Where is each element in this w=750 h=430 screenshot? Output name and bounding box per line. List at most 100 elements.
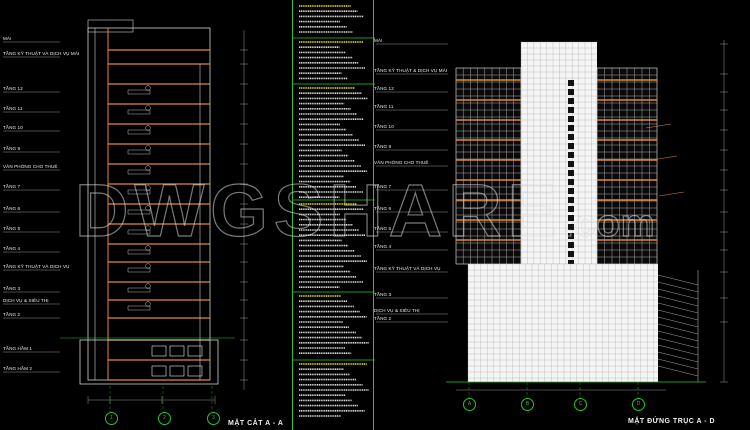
elevation-window-strip bbox=[568, 242, 574, 248]
section-floor-label: TẦNG 10 bbox=[3, 125, 23, 130]
section-column-tag bbox=[145, 263, 151, 269]
elevation-axis-a: A bbox=[463, 398, 476, 411]
section-car bbox=[169, 365, 185, 377]
section-floor-label: TẦNG 4 bbox=[3, 246, 21, 251]
elevation-floor-label: TẦNG 12 bbox=[374, 86, 394, 91]
section-car bbox=[151, 365, 167, 377]
section-room-tag bbox=[127, 189, 151, 195]
elevation-ramp-line bbox=[657, 274, 699, 286]
elevation-floor-label: TẦNG 10 bbox=[374, 124, 394, 129]
elevation-window-strip bbox=[568, 170, 574, 176]
elevation-annotation-leader bbox=[658, 191, 685, 197]
elevation-ramp-line bbox=[657, 309, 699, 321]
elevation-window-strip bbox=[568, 143, 574, 149]
elevation-annotation-leader bbox=[651, 155, 678, 161]
section-floor-label: TẦNG KỸ THUẬT VÀ DỊCH VỤ MÁI bbox=[3, 51, 80, 56]
elevation-floor-label: MÁI bbox=[374, 38, 383, 43]
elevation-ramp-line bbox=[657, 365, 699, 377]
section-column-tag bbox=[145, 301, 151, 307]
elevation-window-strip bbox=[568, 206, 574, 212]
elevation-window-strip bbox=[568, 107, 574, 113]
section-floor-label: TẦNG 3 bbox=[3, 286, 21, 291]
section-room-tag bbox=[127, 287, 151, 293]
section-floor-label: TẦNG HẦM 2 bbox=[3, 366, 33, 371]
section-room-tag bbox=[127, 305, 151, 311]
elevation-window-strip bbox=[568, 161, 574, 167]
elevation-floor-label: TẦNG 6 bbox=[374, 206, 392, 211]
elevation-ramp-line bbox=[657, 351, 699, 363]
notes-text-lines bbox=[299, 5, 369, 417]
elevation-ramp-line bbox=[657, 316, 699, 328]
section-column-tag bbox=[145, 85, 151, 91]
elevation-floor-label: TẦNG KỸ THUẬT & DỊCH VỤ MÁI bbox=[374, 68, 448, 73]
section-floor-label: DỊCH VỤ & SIÊU THỊ bbox=[3, 298, 49, 303]
elevation-title: MẶT ĐỨNG TRỤC A - D bbox=[628, 418, 716, 425]
section-car bbox=[187, 345, 203, 357]
elevation-window-strip bbox=[568, 233, 574, 239]
elevation-floor-label: TẦNG 9 bbox=[374, 144, 392, 149]
elevation-window-strip bbox=[568, 224, 574, 230]
elevation-window-strip bbox=[568, 98, 574, 104]
elevation-axis-c: C bbox=[574, 398, 587, 411]
elevation-window-strip bbox=[568, 251, 574, 257]
section-column-tag bbox=[145, 125, 151, 131]
elevation-window-strip bbox=[568, 80, 574, 86]
elevation-ramp-line bbox=[657, 288, 699, 300]
section-floor-label: MÁI bbox=[3, 36, 12, 41]
elevation-window-strip bbox=[568, 260, 574, 266]
section-column-tag bbox=[145, 283, 151, 289]
elevation-ramp-line bbox=[657, 295, 699, 307]
elevation-ramp-line bbox=[657, 344, 699, 356]
elevation-window-strip bbox=[568, 152, 574, 158]
section-floor-label: TẦNG 6 bbox=[3, 206, 21, 211]
elevation-ramp-line bbox=[657, 302, 699, 314]
section-room-tag bbox=[127, 109, 151, 115]
elevation-ramp-line bbox=[657, 337, 699, 349]
elevation-floor-label: TẦNG 5 bbox=[374, 226, 392, 231]
section-room-tag bbox=[127, 267, 151, 273]
section-column-tag bbox=[145, 225, 151, 231]
section-room-tag bbox=[127, 149, 151, 155]
elevation-window-strip bbox=[568, 179, 574, 185]
section-column-tag bbox=[145, 105, 151, 111]
section-column-tag bbox=[145, 165, 151, 171]
section-floor-label: VĂN PHÒNG CHO THUÊ bbox=[3, 164, 58, 169]
section-floor-label: TẦNG 2 bbox=[3, 312, 21, 317]
elevation-ramp-line bbox=[657, 323, 699, 335]
notes-dividers bbox=[293, 37, 375, 361]
elevation-annotation-leader bbox=[645, 123, 672, 129]
section-room-tag bbox=[127, 229, 151, 235]
elevation-window-strip bbox=[568, 125, 574, 131]
section-column-tag bbox=[145, 245, 151, 251]
section-axis-2: 2 bbox=[158, 412, 171, 425]
elevation-floor-label: TẦNG 2 bbox=[374, 316, 392, 321]
section-room-tag bbox=[127, 169, 151, 175]
section-floor-label: TẦNG 11 bbox=[3, 106, 23, 111]
elevation-floor-label: TẦNG 11 bbox=[374, 104, 394, 109]
elevation-window-strip bbox=[568, 116, 574, 122]
elevation-window-strip bbox=[568, 89, 574, 95]
elevation-floor-label: DỊCH VỤ & SIÊU THỊ bbox=[374, 308, 420, 313]
elevation-window-strip bbox=[568, 197, 574, 203]
elevation-ramp-line bbox=[657, 281, 699, 293]
section-room-tag bbox=[127, 209, 151, 215]
elevation-ramp-line bbox=[657, 358, 699, 370]
elevation-window-strip bbox=[568, 134, 574, 140]
section-floor-label: TẦNG 12 bbox=[3, 86, 23, 91]
section-title: MẶT CẮT A - A bbox=[228, 420, 284, 427]
section-column-tag bbox=[145, 185, 151, 191]
elevation-axis-b: B bbox=[521, 398, 534, 411]
section-axis-1: 1 bbox=[105, 412, 118, 425]
section-floor-label: TẦNG 5 bbox=[3, 226, 21, 231]
section-axis-3: 3 bbox=[207, 412, 220, 425]
section-car bbox=[187, 365, 203, 377]
elevation-drawing-panel[interactable]: MÁI TẦNG KỸ THUẬT & DỊCH VỤ MÁI TẦNG 12 TẦN… bbox=[374, 0, 750, 430]
elevation-floor-label: VĂN PHÒNG CHO THUÊ bbox=[374, 160, 429, 165]
section-drawing bbox=[3, 19, 248, 412]
elevation-axis-d: D bbox=[632, 398, 645, 411]
section-column-tag bbox=[145, 205, 151, 211]
elevation-ramp-line bbox=[657, 330, 699, 342]
section-floor-label: TẦNG KỸ THUẬT VÀ DỊCH VỤ bbox=[3, 264, 70, 269]
section-drawing-panel[interactable]: MÁI TẦNG KỸ THUẬT VÀ DỊCH VỤ MÁI TẦNG 12 TẦ… bbox=[0, 0, 292, 430]
section-floor-label: TẦNG 7 bbox=[3, 184, 21, 189]
